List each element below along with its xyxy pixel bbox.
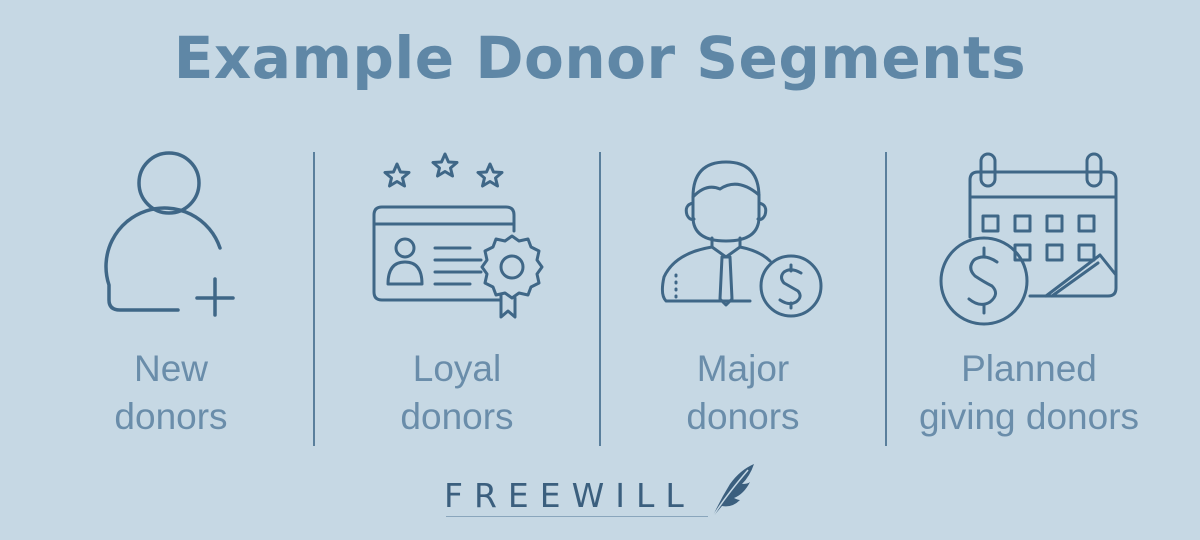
segment-label-line1: New xyxy=(133,348,209,389)
segment-planned-giving-donors: Planned giving donors xyxy=(886,145,1172,445)
segment-label-line2: donors xyxy=(400,396,514,437)
divider xyxy=(885,152,887,446)
segment-label-line1: Major xyxy=(696,348,790,389)
segment-loyal-donors: Loyal donors xyxy=(314,145,600,445)
divider xyxy=(313,152,315,446)
segment-major-donors: Major donors xyxy=(600,145,886,445)
freewill-logo: FREEWILL xyxy=(440,462,770,522)
calendar-dollar-icon xyxy=(939,152,1118,326)
segment-label-line2: donors xyxy=(114,396,228,437)
segment-label-line1: Planned xyxy=(961,348,1097,389)
divider xyxy=(599,152,601,446)
loyalty-card-icon xyxy=(372,152,544,319)
segment-new-donors: New donors xyxy=(28,145,314,445)
logo-text: FREEWILL xyxy=(444,476,695,515)
segment-label-line2: giving donors xyxy=(918,396,1140,437)
segment-label-line2: donors xyxy=(686,396,800,437)
add-user-icon xyxy=(104,151,235,317)
page-title: Example Donor Segments xyxy=(173,24,1027,92)
quill-feather-icon xyxy=(711,464,754,519)
logo-underline xyxy=(446,516,708,517)
segment-label-line1: Loyal xyxy=(412,348,502,389)
businessman-dollar-icon xyxy=(660,160,823,318)
